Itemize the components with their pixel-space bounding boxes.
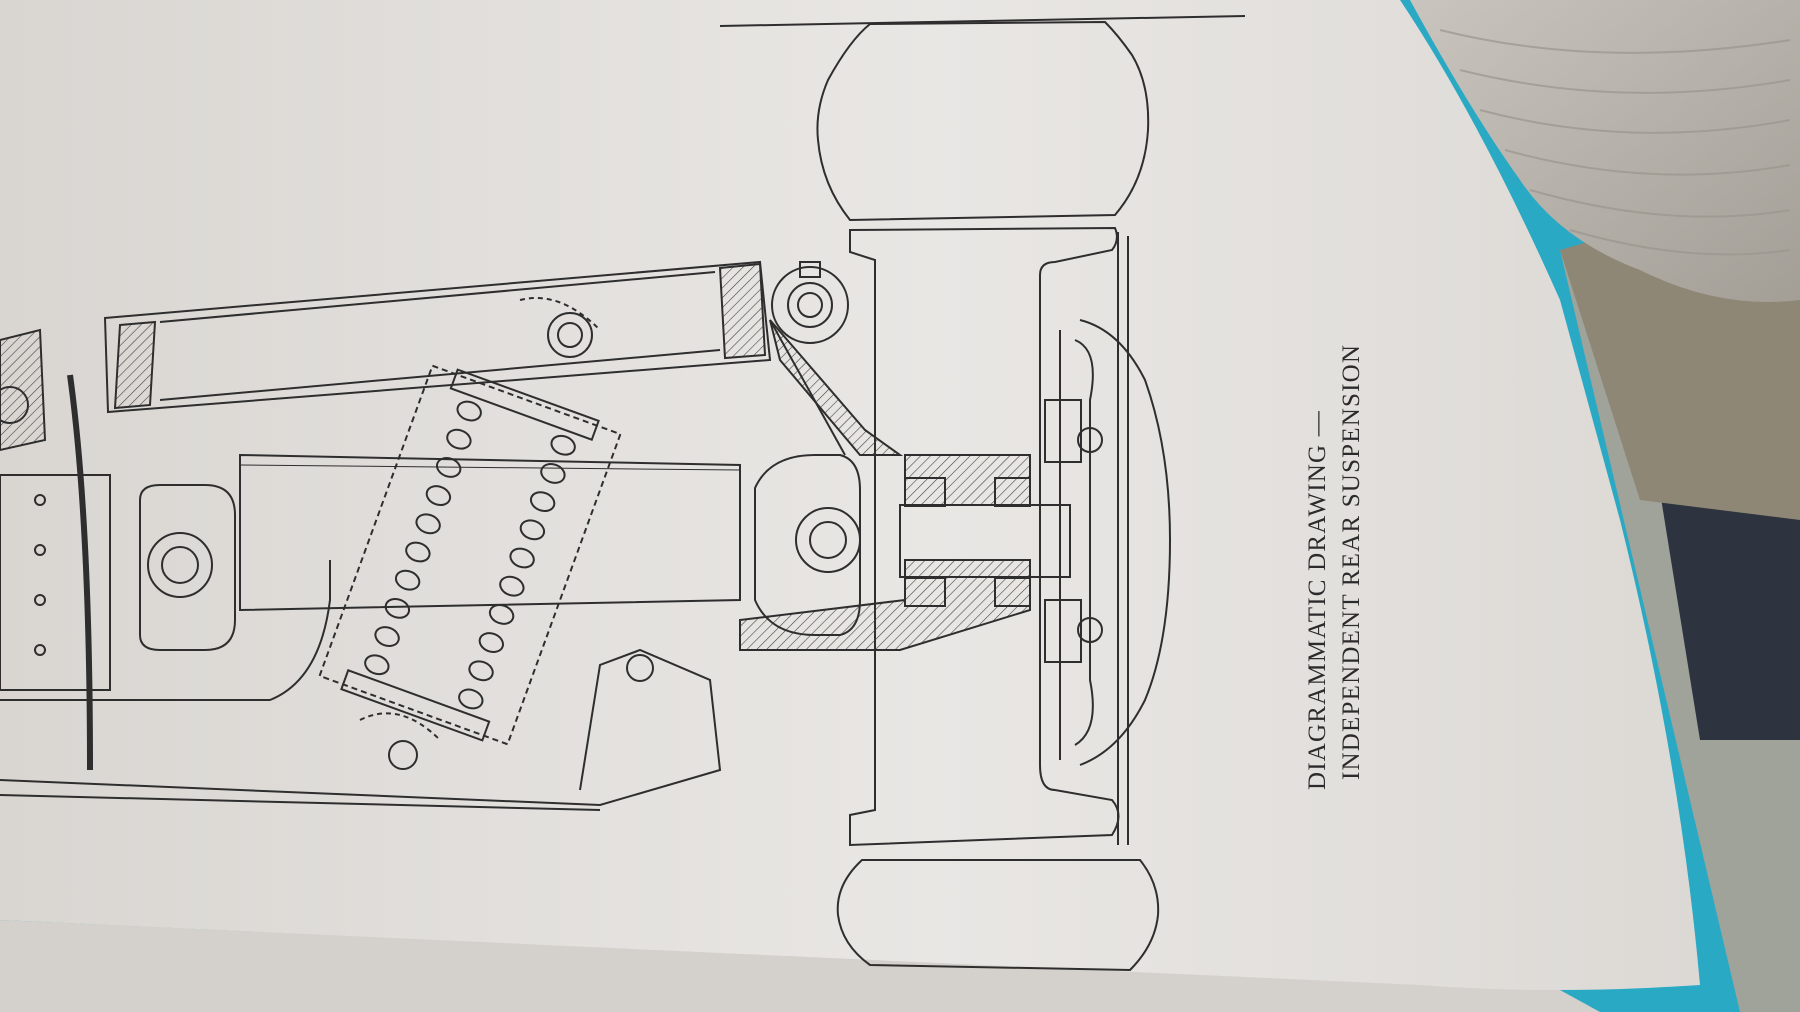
inner-pivot xyxy=(547,312,593,358)
arm-pivot-bush xyxy=(771,266,849,344)
caption: DIAGRAMMATIC DRAWING — INDEPENDENT REAR … xyxy=(1304,344,1365,790)
knit-texture xyxy=(1439,29,1791,256)
outer-ujoint xyxy=(754,454,861,636)
drive-shaft xyxy=(239,453,741,612)
diff-bolts xyxy=(34,494,46,656)
hub-housing xyxy=(904,454,1031,506)
book-page xyxy=(0,0,1700,990)
inner-ujoint xyxy=(139,484,236,651)
reference-line xyxy=(719,15,1246,27)
tyre-lower xyxy=(836,859,1160,972)
wheel-rim xyxy=(849,226,1120,847)
left-bracket xyxy=(0,328,47,452)
frame-member xyxy=(0,648,722,807)
caption-line-1: DIAGRAMMATIC DRAWING — xyxy=(1304,410,1331,790)
differential-housing xyxy=(0,474,111,691)
caption-line-2: INDEPENDENT REAR SUSPENSION xyxy=(1338,344,1365,780)
upright-arm xyxy=(769,319,904,456)
lower-page xyxy=(0,920,1600,1012)
suspension-drawing xyxy=(0,15,1246,972)
tyre-upper xyxy=(816,20,1150,222)
brake-drum xyxy=(1079,319,1172,766)
wheel-studs xyxy=(1044,399,1103,663)
knit-fabric xyxy=(1410,0,1800,302)
coil-spring xyxy=(318,364,622,746)
radius-arm xyxy=(103,260,772,414)
hub-spindle xyxy=(899,504,1071,578)
